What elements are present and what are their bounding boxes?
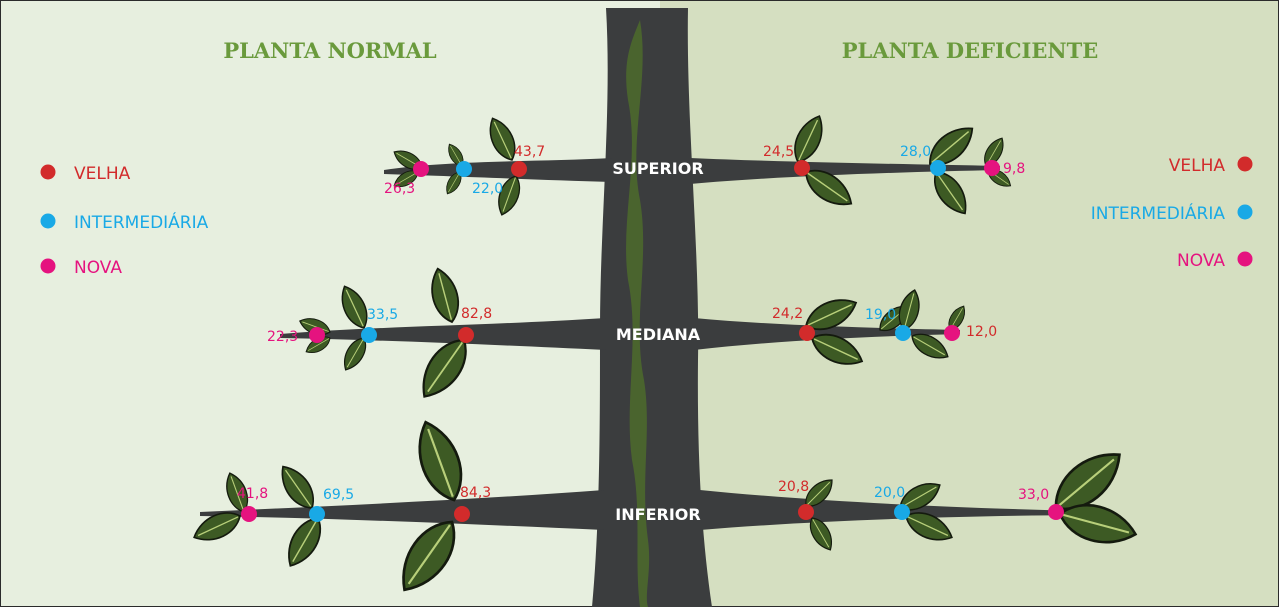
node-normal-mediana-velha xyxy=(458,327,474,343)
legend-label-intermediaria: INTERMEDIÁRIA xyxy=(74,211,209,233)
node-deficient-mediana-nova xyxy=(944,325,960,341)
value-deficient-mediana-nova: 12,0 xyxy=(966,324,997,340)
legend-normal: VELHA INTERMEDIÁRIA NOVA xyxy=(40,164,209,278)
node-normal-superior-nova xyxy=(413,161,429,177)
value-normal-inferior-velha: 84,3 xyxy=(460,485,491,501)
nodes-normal: 26,3 22,0 43,7 22,3 33,5 82,8 41,8 69,5 … xyxy=(237,144,545,522)
node-normal-inferior-nova xyxy=(241,506,257,522)
branches-normal xyxy=(200,158,612,530)
nodes-deficient: 24,5 28,0 9,8 24,2 19,0 12,0 20,8 20,0 3… xyxy=(763,144,1064,520)
value-normal-mediana-velha: 82,8 xyxy=(461,306,492,322)
value-deficient-inferior-velha: 20,8 xyxy=(778,479,809,495)
value-deficient-mediana-velha: 24,2 xyxy=(772,306,803,322)
value-normal-mediana-nova: 22,3 xyxy=(267,329,298,345)
level-label-superior: SUPERIOR xyxy=(612,159,703,178)
legend-label-nova: NOVA xyxy=(74,258,122,278)
value-deficient-superior-intermediaria: 28,0 xyxy=(900,144,931,160)
value-deficient-mediana-intermediaria: 19,0 xyxy=(865,307,896,323)
value-normal-mediana-intermediaria: 33,5 xyxy=(367,307,398,323)
legend-label-velha: VELHA xyxy=(1169,156,1226,176)
level-label-mediana: MEDIANA xyxy=(616,325,701,344)
legend-dot-nova xyxy=(40,258,56,274)
value-normal-superior-velha: 43,7 xyxy=(514,144,545,160)
node-normal-inferior-velha xyxy=(454,506,470,522)
value-deficient-inferior-nova: 33,0 xyxy=(1018,487,1049,503)
legend-dot-velha xyxy=(40,164,56,180)
node-normal-superior-velha xyxy=(511,161,527,177)
node-deficient-superior-nova xyxy=(984,160,1000,176)
level-label-inferior: INFERIOR xyxy=(615,505,700,524)
legend-dot-nova xyxy=(1237,251,1253,267)
node-deficient-inferior-velha xyxy=(798,504,814,520)
node-deficient-mediana-intermediaria xyxy=(895,325,911,341)
legend-label-velha: VELHA xyxy=(74,164,131,184)
legend-label-intermediaria: INTERMEDIÁRIA xyxy=(1091,202,1226,224)
value-deficient-inferior-intermediaria: 20,0 xyxy=(874,485,905,501)
legend-deficient: VELHA INTERMEDIÁRIA NOVA xyxy=(1091,156,1253,271)
title-deficient: PLANTA DEFICIENTE xyxy=(842,38,1098,63)
legend-dot-intermediaria xyxy=(40,213,56,229)
value-deficient-superior-velha: 24,5 xyxy=(763,144,794,160)
value-deficient-superior-nova: 9,8 xyxy=(1003,161,1025,177)
value-normal-superior-nova: 26,3 xyxy=(384,181,415,197)
title-normal: PLANTA NORMAL xyxy=(223,38,437,63)
value-normal-inferior-intermediaria: 69,5 xyxy=(323,487,354,503)
node-normal-mediana-nova xyxy=(309,327,325,343)
legend-dot-intermediaria xyxy=(1237,204,1253,220)
legend-label-nova: NOVA xyxy=(1177,251,1225,271)
node-normal-mediana-intermediaria xyxy=(361,327,377,343)
value-normal-inferior-nova: 41,8 xyxy=(237,486,268,502)
node-normal-inferior-intermediaria xyxy=(309,506,325,522)
trunk xyxy=(592,8,712,607)
node-normal-superior-intermediaria xyxy=(456,161,472,177)
node-deficient-superior-velha xyxy=(794,160,810,176)
node-deficient-inferior-intermediaria xyxy=(894,504,910,520)
legend-dot-velha xyxy=(1237,156,1253,172)
value-normal-superior-intermediaria: 22,0 xyxy=(472,181,503,197)
node-deficient-mediana-velha xyxy=(799,325,815,341)
node-deficient-inferior-nova xyxy=(1048,504,1064,520)
node-deficient-superior-intermediaria xyxy=(930,160,946,176)
